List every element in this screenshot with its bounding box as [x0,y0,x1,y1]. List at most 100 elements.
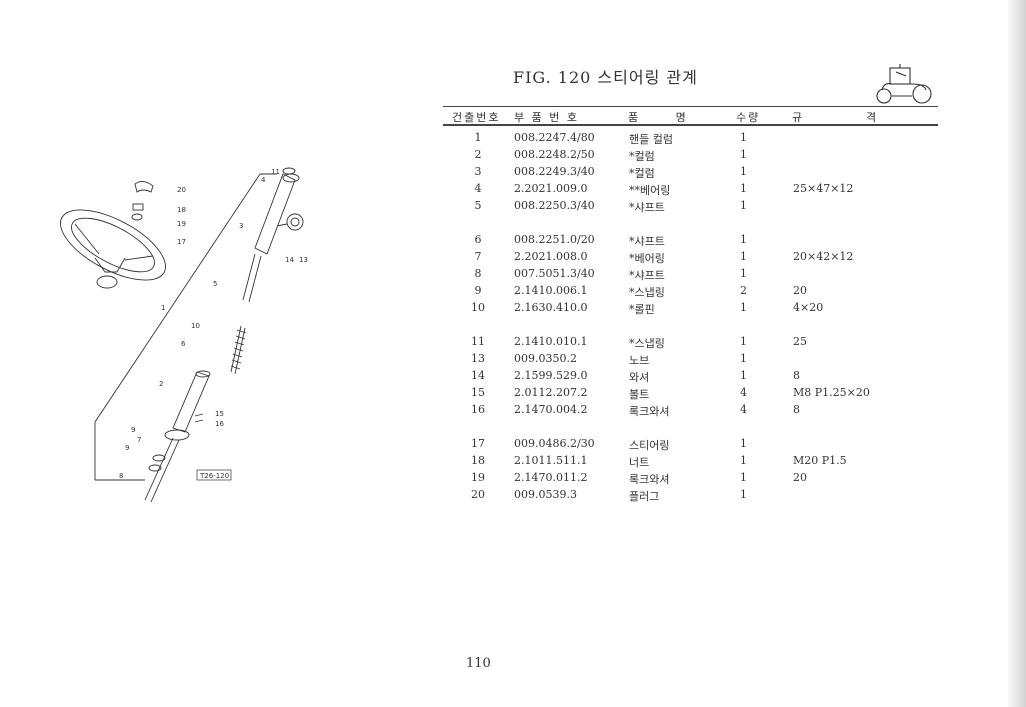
knob-part [286,213,304,231]
cell-qty: 1 [740,335,747,348]
callout-19: 19 [177,220,186,228]
table-row: 9 2.1410.006.1 *스냅링 2 20 [443,284,938,300]
callout-9b: 9 [125,444,129,452]
cell-no: 16 [471,403,485,416]
cell-qty: 1 [740,369,747,382]
cell-name: *컬럼 [629,150,655,163]
header-qty: 수량 [736,111,761,124]
cell-qty: 1 [740,131,747,144]
header-no: 건출번호 [452,111,501,124]
cell-part-no: 009.0350.2 [514,352,577,365]
cell-no: 4 [474,182,482,195]
cell-no: 18 [471,454,485,467]
callout-3: 3 [239,222,243,230]
cell-part-no: 2.1410.006.1 [514,284,588,297]
cell-no: 10 [471,301,485,314]
cell-no: 3 [474,165,482,178]
cell-name: 노브 [629,354,650,367]
header-part-no: 부 품 번 호 [514,111,579,124]
callout-18: 18 [177,206,186,214]
table-row: 14 2.1599.529.0 와셔 1 8 [443,369,938,385]
cell-no: 9 [474,284,482,297]
cell-no: 15 [471,386,485,399]
cell-part-no: 008.2250.3/40 [514,199,595,212]
cell-part-no: 009.0539.3 [514,488,577,501]
callout-20: 20 [177,186,186,194]
cell-spec: 8 [793,369,800,382]
lower-column [172,371,210,433]
table-row: 13 009.0350.2 노브 1 [443,352,938,368]
table-row: 19 2.1470.011.2 록크와셔 1 20 [443,471,938,487]
callout-14: 14 [285,256,294,264]
cell-part-no: 2.2021.008.0 [514,250,588,263]
cell-spec: M20 P1.5 [793,454,847,467]
header-spec-b: 격 [866,111,879,124]
table-row: 16 2.1470.004.2 록크와셔 4 8 [443,403,938,419]
page-number: 110 [466,656,491,671]
cell-name: *베어링 [629,252,665,265]
header-name: 품 명 [628,111,688,124]
cell-no: 2 [474,148,482,161]
cell-name: *샤프트 [629,269,665,282]
callout-8: 8 [119,472,123,480]
cell-no: 14 [471,369,485,382]
table-row: 5 008.2250.3/40 *샤프트 1 [443,199,938,215]
callout-7: 7 [137,436,141,444]
table-row: 11 2.1410.010.1 *스냅링 1 25 [443,335,938,351]
cell-spec: 25 [793,335,807,348]
table-row: 10 2.1630.410.0 *롤핀 1 4×20 [443,301,938,317]
cell-qty: 1 [740,454,747,467]
cell-qty: 1 [740,199,747,212]
table-top-rule [443,106,938,107]
cell-name: *스냅링 [629,337,665,350]
table-row: 4 2.2021.009.0 **베어링 1 25×47×12 [443,182,938,198]
table-row: 7 2.2021.008.0 *베어링 1 20×42×12 [443,250,938,266]
cell-qty: 1 [740,165,747,178]
cell-qty: 1 [740,233,747,246]
table-row: 17 009.0486.2/30 스티어링 1 [443,437,938,453]
callout-17: 17 [177,238,186,246]
cell-no: 5 [474,199,482,212]
callout-4: 4 [261,176,266,184]
callout-6: 6 [181,340,186,348]
cell-name: 볼트 [629,388,650,401]
header-spec-a: 규 [792,111,805,124]
cell-no: 11 [471,335,485,348]
cell-no: 6 [474,233,482,246]
callout-9: 9 [131,426,135,434]
cell-part-no: 2.1630.410.0 [514,301,588,314]
cell-spec: 20 [793,284,807,297]
table-row: 15 2.0112.207.2 볼트 4 M8 P1.25×20 [443,386,938,402]
callout-13: 13 [299,256,308,264]
cell-part-no: 008.2251.0/20 [514,233,595,246]
cell-name: *스냅링 [629,286,665,299]
cell-name: 플러그 [629,490,660,503]
cell-qty: 1 [740,471,747,484]
cell-qty: 4 [740,386,747,399]
callout-15: 15 [215,410,224,418]
cell-no: 7 [474,250,482,263]
scan-edge [1006,0,1026,707]
table-row: 8 007.5051.3/40 *샤프트 1 [443,267,938,283]
cell-name: 스티어링 [629,439,670,452]
cell-name: *컬럼 [629,167,655,180]
cell-spec: M8 P1.25×20 [793,386,870,399]
cell-name: 핸들 컬럼 [629,133,673,146]
cell-name: *샤프트 [629,201,665,214]
cell-qty: 1 [740,301,747,314]
cell-qty: 1 [740,437,747,450]
cell-part-no: 2.1599.529.0 [514,369,588,382]
cell-no: 17 [471,437,485,450]
cell-name: 록크와셔 [629,473,670,486]
upper-column [254,173,296,255]
callout-16: 16 [215,420,224,428]
cell-part-no: 2.1470.011.2 [514,471,588,484]
table-header-rule [443,124,938,126]
steering-exploded-diagram: 20 18 19 17 11 4 3 14 13 5 1 10 6 2 15 1… [60,167,308,503]
cell-qty: 1 [740,488,747,501]
callout-2: 2 [159,380,163,388]
cell-no: 20 [471,488,485,501]
cell-name: 와셔 [629,371,650,384]
table-row: 20 009.0539.3 플러그 1 [443,488,938,504]
cell-spec: 4×20 [793,301,824,314]
